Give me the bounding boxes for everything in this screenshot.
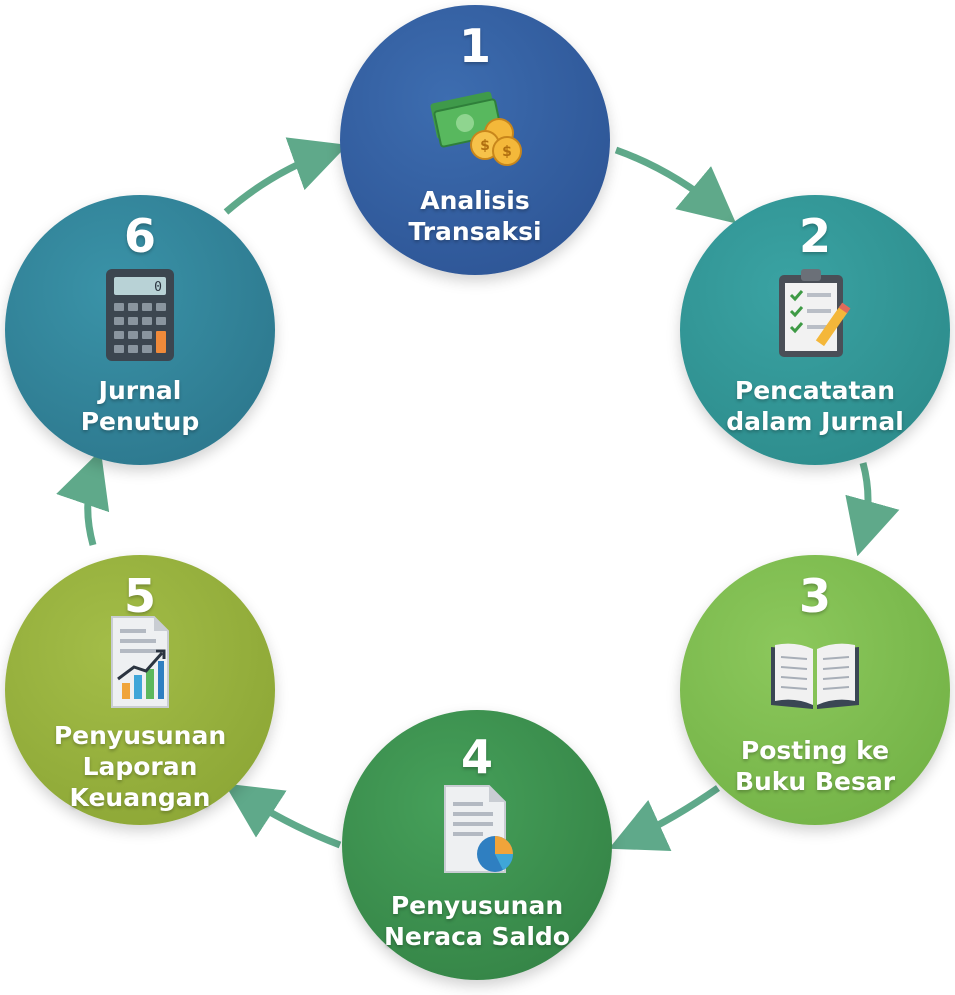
step-2-number: 2 <box>798 209 831 263</box>
step-3-label: Posting ke Buku Besar <box>734 736 896 796</box>
open-book-icon <box>765 625 865 725</box>
svg-text:$: $ <box>480 138 490 154</box>
arrow-2-to-3 <box>845 462 900 557</box>
clipboard-checklist-icon <box>765 265 865 365</box>
step-4-label: Penyusunan Neraca Saldo <box>384 891 570 951</box>
arrow-6-to-1 <box>223 137 348 215</box>
money-coins-icon: $ $ <box>425 75 525 175</box>
arrow-3-to-4 <box>608 785 720 852</box>
report-growth-chart-icon <box>90 613 190 713</box>
step-2-label: Pencatatan dalam Jurnal <box>726 376 904 436</box>
step-6-circle: 6 0 Jurnal Penutup <box>5 195 275 465</box>
step-3-number: 3 <box>798 569 831 623</box>
step-5-number: 5 <box>123 569 156 623</box>
step-4-circle: 4 Penyusunan Neraca Saldo <box>342 710 612 980</box>
arrow-4-to-5 <box>224 783 342 849</box>
step-6-label: Jurnal Penutup <box>80 376 200 436</box>
calculator-display: 0 <box>154 280 162 295</box>
document-pie-chart-icon <box>427 780 527 880</box>
arrow-1-to-2 <box>614 146 737 224</box>
step-1-number: 1 <box>458 19 491 73</box>
arrow-5-to-6 <box>56 450 110 546</box>
svg-text:$: $ <box>502 144 512 160</box>
step-1-circle: 1 $ $ Analisis Transaksi <box>340 5 610 275</box>
step-1-label: Analisis Transaksi <box>408 186 542 246</box>
step-3-circle: 3 Posting ke Buku Besar <box>680 555 950 825</box>
calculator-icon: 0 <box>90 265 190 365</box>
step-5-circle: 5 Penyusunan Laporan Keuangan <box>5 555 275 825</box>
step-2-circle: 2 Pencatatan dalam Jurnal <box>680 195 950 465</box>
step-4-number: 4 <box>460 730 493 784</box>
step-5-label: Penyusunan Laporan Keuangan <box>53 721 227 812</box>
step-6-number: 6 <box>123 209 156 263</box>
